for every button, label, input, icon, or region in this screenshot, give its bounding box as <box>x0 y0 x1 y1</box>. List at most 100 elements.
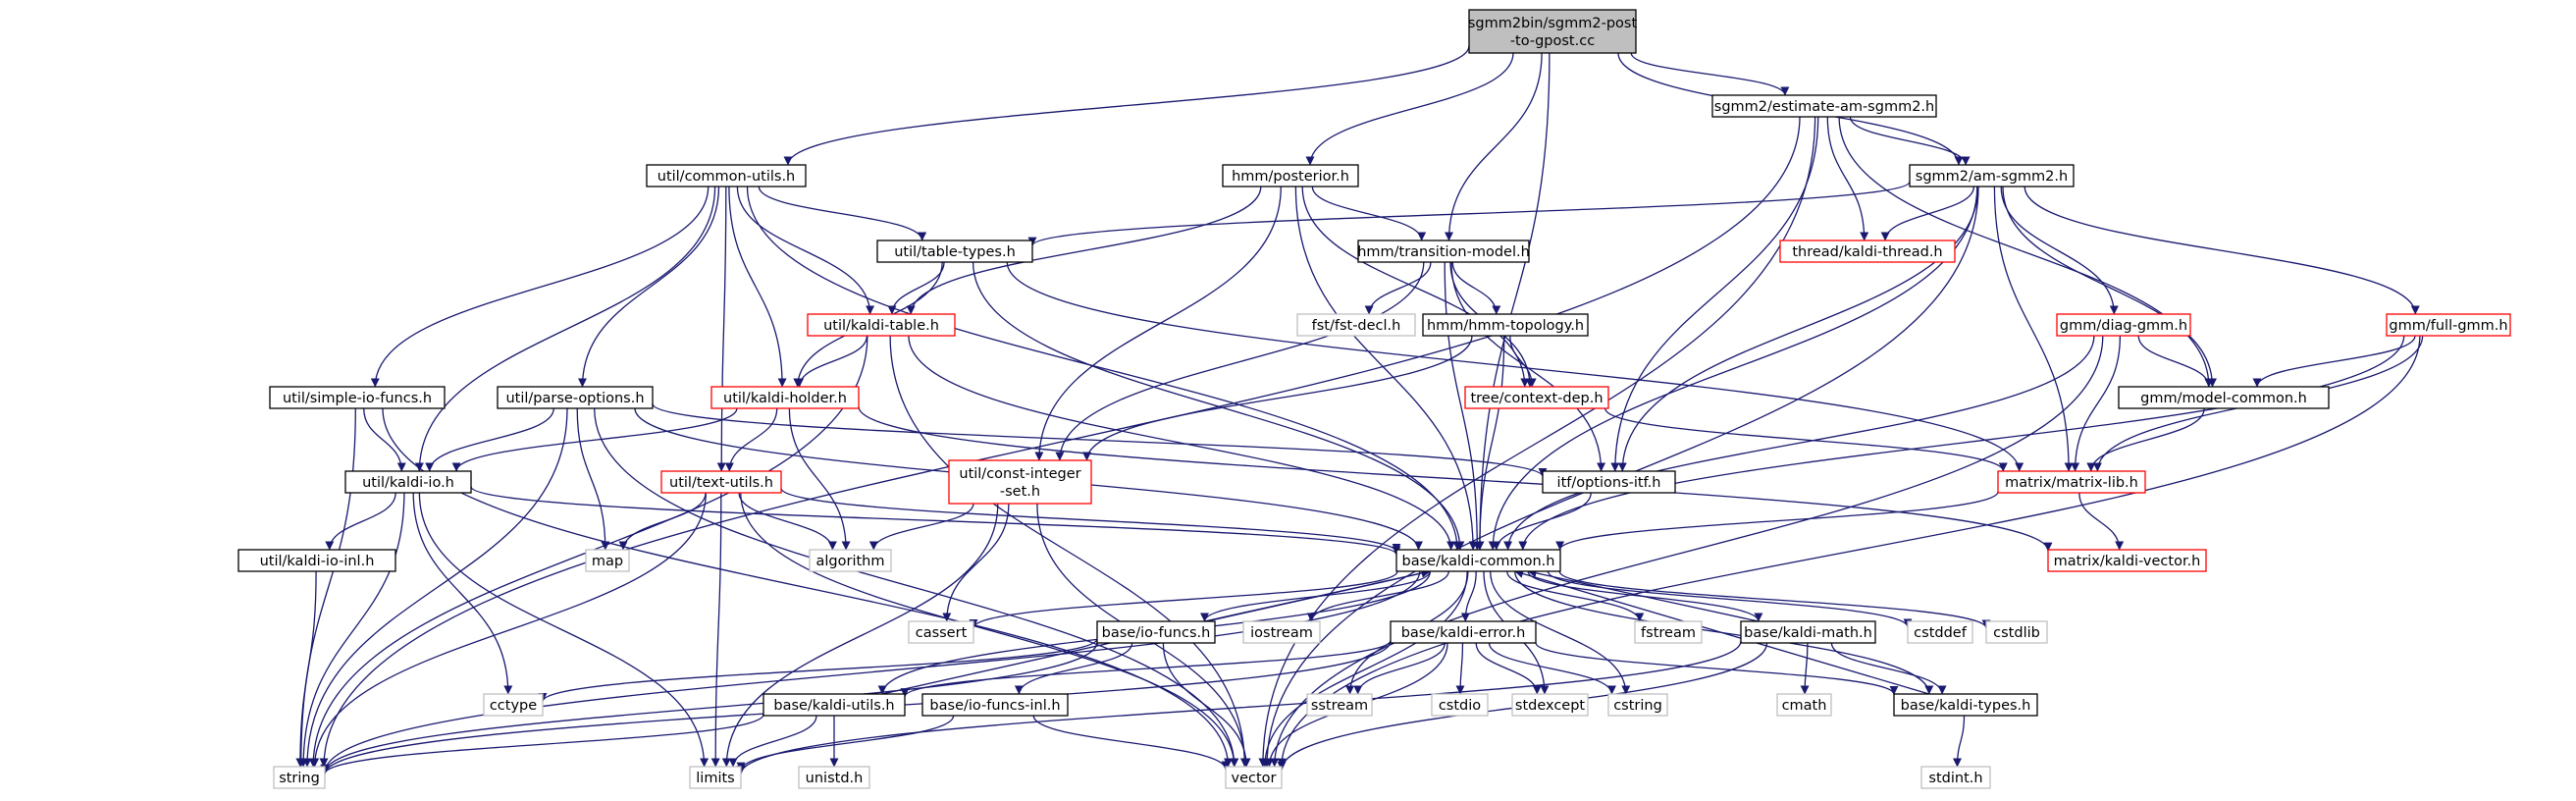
node-full-gmm[interactable]: gmm/full-gmm.h <box>2386 313 2511 337</box>
node-box <box>1893 693 2038 717</box>
edge-diag_gmm-to-model_common <box>2137 335 2214 388</box>
edge-parse_options-to-vector <box>594 407 1239 768</box>
edge-kaldi_common-to-kaldi_error <box>1460 570 1477 622</box>
node-string[interactable]: string <box>273 766 326 789</box>
node-vector[interactable]: vector <box>1225 766 1283 789</box>
node-label: base/io-funcs-inl.h <box>929 698 1060 714</box>
node-root[interactable]: sgmm2bin/sgmm2-post-to-gpost.cc <box>1468 9 1638 54</box>
node-kaldi-types[interactable]: base/kaldi-types.h <box>1893 693 2038 717</box>
edge-kaldi_error-to-kaldi_types <box>1535 642 1899 695</box>
edge-common_utils-to-kaldi_holder <box>728 186 787 388</box>
node-cctype[interactable]: cctype <box>483 693 544 717</box>
node-box <box>483 693 544 717</box>
node-box <box>876 240 1033 263</box>
node-algorithm[interactable]: algorithm <box>809 549 892 572</box>
node-label: fst/fst-decl.h <box>1312 318 1401 334</box>
node-table-types[interactable]: util/table-types.h <box>876 240 1033 263</box>
node-cstddef[interactable]: cstddef <box>1907 620 1973 644</box>
node-label: algorithm <box>816 554 885 569</box>
edge-kaldi_math-to-kaldi_types <box>1830 642 1947 695</box>
node-hmm-topology[interactable]: hmm/hmm-topology.h <box>1422 313 1589 337</box>
node-kaldi-table[interactable]: util/kaldi-table.h <box>807 313 956 337</box>
edge-kaldi_common-to-cassert <box>969 570 1398 629</box>
node-box <box>798 766 870 789</box>
node-label: util/kaldi-io-inl.h <box>260 554 375 569</box>
node-cmath[interactable]: cmath <box>1776 693 1832 717</box>
edge-transition-to-kaldi_common <box>1444 261 1482 551</box>
edge-const_integer-to-limits <box>721 503 999 768</box>
node-stdexcept[interactable]: stdexcept <box>1511 693 1589 717</box>
edge-parse_options-to-map <box>576 407 610 551</box>
node-context-dep[interactable]: tree/context-dep.h <box>1464 386 1609 409</box>
node-box <box>1422 313 1589 337</box>
node-cstdio[interactable]: cstdio <box>1431 693 1489 717</box>
edge-table_types-to-matrix_lib <box>1006 261 2024 472</box>
node-kaldi-math[interactable]: base/kaldi-math.h <box>1740 620 1876 644</box>
node-estimate[interactable]: sgmm2/estimate-am-sgmm2.h <box>1711 94 1937 118</box>
edge-common_utils-to-text_utils <box>716 186 727 472</box>
edge-am_sgmm2-to-kaldi_thread <box>1880 186 1975 241</box>
node-box <box>1920 766 1991 789</box>
edge-kaldi_common-to-cstring <box>1490 570 1631 695</box>
node-fstream[interactable]: fstream <box>1634 620 1703 644</box>
edge-kaldi_types-to-kaldi_common <box>1514 569 1929 695</box>
node-parse-options[interactable]: util/parse-options.h <box>497 386 654 409</box>
node-am-sgmm2[interactable]: sgmm2/am-sgmm2.h <box>1909 164 2075 187</box>
node-label: util/const-integer <box>959 466 1080 482</box>
edge-io_funcs-to-io_funcs_inl <box>1014 642 1133 695</box>
edge-text_utils-to-map <box>618 492 707 551</box>
node-box <box>1096 620 1216 644</box>
edge-am_sgmm2-to-table_types <box>1027 181 1911 246</box>
node-label: stdexcept <box>1515 698 1586 714</box>
node-simple-io[interactable]: util/simple-io-funcs.h <box>269 386 446 409</box>
node-label: cassert <box>916 625 968 641</box>
edge-kaldi_table-to-kaldi_common <box>908 335 1456 551</box>
node-io-funcs[interactable]: base/io-funcs.h <box>1096 620 1216 644</box>
node-limits[interactable]: limits <box>689 766 742 789</box>
node-map[interactable]: map <box>585 549 630 572</box>
node-kaldi-io[interactable]: util/kaldi-io.h <box>344 470 472 494</box>
node-common-utils[interactable]: util/common-utils.h <box>646 164 807 187</box>
node-kaldi-error[interactable]: base/kaldi-error.h <box>1390 620 1537 644</box>
node-kaldi-io-inl[interactable]: util/kaldi-io-inl.h <box>237 549 396 572</box>
node-label: util/kaldi-table.h <box>823 318 939 334</box>
node-kaldi-vector[interactable]: matrix/kaldi-vector.h <box>2047 549 2207 572</box>
node-io-funcs-inl[interactable]: base/io-funcs-inl.h <box>921 693 1069 717</box>
node-text-utils[interactable]: util/text-utils.h <box>660 470 782 494</box>
node-kaldi-utils[interactable]: base/kaldi-utils.h <box>762 693 906 717</box>
node-fst-decl[interactable]: fst/fst-decl.h <box>1296 313 1416 337</box>
edge-estimate-to-kaldi_thread <box>1826 116 1869 241</box>
node-cstdlib[interactable]: cstdlib <box>1985 620 2048 644</box>
node-unistd[interactable]: unistd.h <box>798 766 870 789</box>
node-options-itf[interactable]: itf/options-itf.h <box>1542 470 1676 494</box>
edge-kaldi_error-to-kaldi_utils <box>900 640 1392 698</box>
node-cstring[interactable]: cstring <box>1607 693 1668 717</box>
node-box <box>585 549 630 572</box>
node-kaldi-holder[interactable]: util/kaldi-holder.h <box>710 386 860 409</box>
edge-text_utils-to-limits <box>710 492 722 768</box>
node-kaldi-common[interactable]: base/kaldi-common.h <box>1395 549 1561 572</box>
node-transition[interactable]: hmm/transition-model.h <box>1357 240 1530 263</box>
node-label: gmm/model-common.h <box>2140 391 2307 406</box>
node-stdint[interactable]: stdint.h <box>1920 766 1991 789</box>
node-box <box>921 693 1069 717</box>
node-box <box>1985 620 2048 644</box>
node-iostream[interactable]: iostream <box>1242 620 1321 644</box>
node-kaldi-thread[interactable]: thread/kaldi-thread.h <box>1779 240 1956 263</box>
node-sstream[interactable]: sstream <box>1306 693 1373 717</box>
node-const-integer[interactable]: util/const-integer-set.h <box>948 459 1092 505</box>
node-box <box>1242 620 1321 644</box>
node-box <box>2047 549 2207 572</box>
edge-matrix_lib-to-kaldi_common <box>1555 491 1999 551</box>
node-diag-gmm[interactable]: gmm/diag-gmm.h <box>2056 313 2191 337</box>
edge-am_sgmm2-to-model_common <box>2002 186 2217 388</box>
edge-kaldi_math-to-kaldi_common <box>1527 568 1760 622</box>
node-box <box>660 470 782 494</box>
node-model-common[interactable]: gmm/model-common.h <box>2118 386 2330 409</box>
node-matrix-lib[interactable]: matrix/matrix-lib.h <box>1997 470 2146 494</box>
node-posterior[interactable]: hmm/posterior.h <box>1222 164 1359 187</box>
edge-text_utils-to-algorithm <box>738 492 837 551</box>
node-box <box>1740 620 1876 644</box>
node-cassert[interactable]: cassert <box>908 620 974 644</box>
node-label: util/table-types.h <box>894 244 1016 260</box>
